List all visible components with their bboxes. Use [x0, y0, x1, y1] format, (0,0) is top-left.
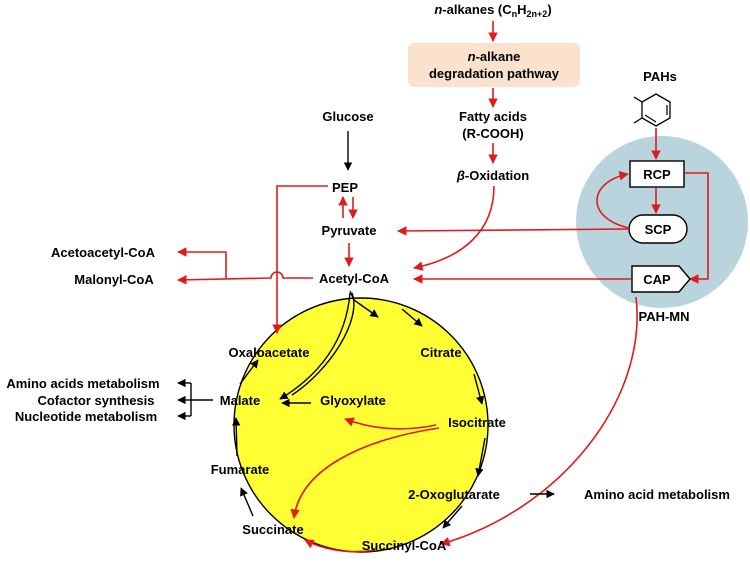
arrow-isocitrate-to-oxoglutarate [475, 437, 486, 477]
acetoacetyl-coa-label: Acetoacetyl-CoA [51, 245, 156, 260]
pah-mn-label: PAH-MN [638, 309, 689, 324]
arrow-scp-to-rcp [596, 170, 630, 229]
arrow-succinyl-coa-to-succinate [304, 539, 376, 553]
amino-acid-metabolism-label: Amino acid metabolism [584, 487, 730, 502]
succinate-label: Succinate [242, 522, 303, 537]
arrow-rcp-to-cap [685, 172, 709, 284]
branch-malate-outputs [190, 383, 213, 416]
arrow-malate-to-oxaloacetate [239, 359, 259, 385]
arrow-beta-oxidation-to-acetyl-coa [413, 185, 495, 271]
pyruvate-label: Pyruvate [322, 223, 377, 238]
isocitrate-label: Isocitrate [448, 415, 506, 430]
arrow-acetyl-coa-to-malate [279, 292, 351, 400]
arrow-citrate-to-isocitrate [473, 373, 485, 405]
acetyl-coa-label: Acetyl-CoA [319, 271, 390, 286]
fatty-acids-label: Fatty acids [459, 109, 527, 124]
rcp-box [629, 160, 685, 188]
arrow-acetyl-coa-to-malonyl-coa [177, 271, 313, 285]
arrow-pep-to-oxaloacetate [272, 185, 328, 334]
scp-label: SCP [645, 222, 672, 237]
pathway-box [408, 43, 580, 87]
arrow-acetyl-coa-to-acetoacetyl-coa [177, 247, 227, 279]
cap-label: CAP [643, 272, 671, 287]
cap-box [631, 265, 691, 293]
scp-box [628, 214, 688, 244]
pathway-line2: degradation pathway [429, 66, 560, 81]
pathway-line1: n-alkane [468, 49, 521, 64]
malonyl-coa-label: Malonyl-CoA [74, 272, 154, 287]
fumarate-label: Fumarate [211, 462, 270, 477]
arrow-cycle-to-citrate [401, 308, 423, 327]
arrow-cap-to-succinyl-coa [440, 296, 638, 547]
pahs-label: PAHs [643, 69, 677, 84]
amino-acids-metabolism-label: Amino acids metabolism [6, 376, 159, 391]
arrow-acetyl-coa-to-oxaloacetate-side [291, 292, 355, 396]
cofactor-synthesis-label: Cofactor synthesis [37, 393, 154, 408]
glucose-label: Glucose [322, 109, 373, 124]
arrow-isocitrate-to-glyoxylate [344, 417, 437, 430]
arrow-oxoglutarate-to-succinyl-coa [442, 505, 463, 529]
nucleotide-metabolism-label: Nucleotide metabolism [15, 409, 157, 424]
citrate-label: Citrate [420, 345, 461, 360]
pep-label: PEP [332, 180, 358, 195]
glyoxylate-label: Glyoxylate [320, 393, 386, 408]
succinyl-coa-label: Succinyl-CoA [362, 538, 447, 553]
arrow-isocitrate-to-succinate [290, 427, 440, 519]
oxaloacetate-label: Oxaloacetate [229, 345, 310, 360]
pah-ring-icon [633, 93, 671, 127]
arrow-succinate-to-fumarate [240, 487, 254, 517]
beta-oxidation-label: β-Oxidation [456, 168, 529, 183]
rcp-label: RCP [643, 167, 671, 182]
arrow-scp-to-pyruvate [397, 226, 629, 236]
rcooh-label: (R-COOH) [462, 126, 523, 141]
arrow-fumarate-to-malate [232, 417, 241, 457]
n-alkanes-label: n-alkanes (CnH2n+2) [434, 2, 551, 19]
malate-label: Malate [220, 393, 260, 408]
oxoglutarate-label: 2-Oxoglutarate [408, 487, 500, 502]
